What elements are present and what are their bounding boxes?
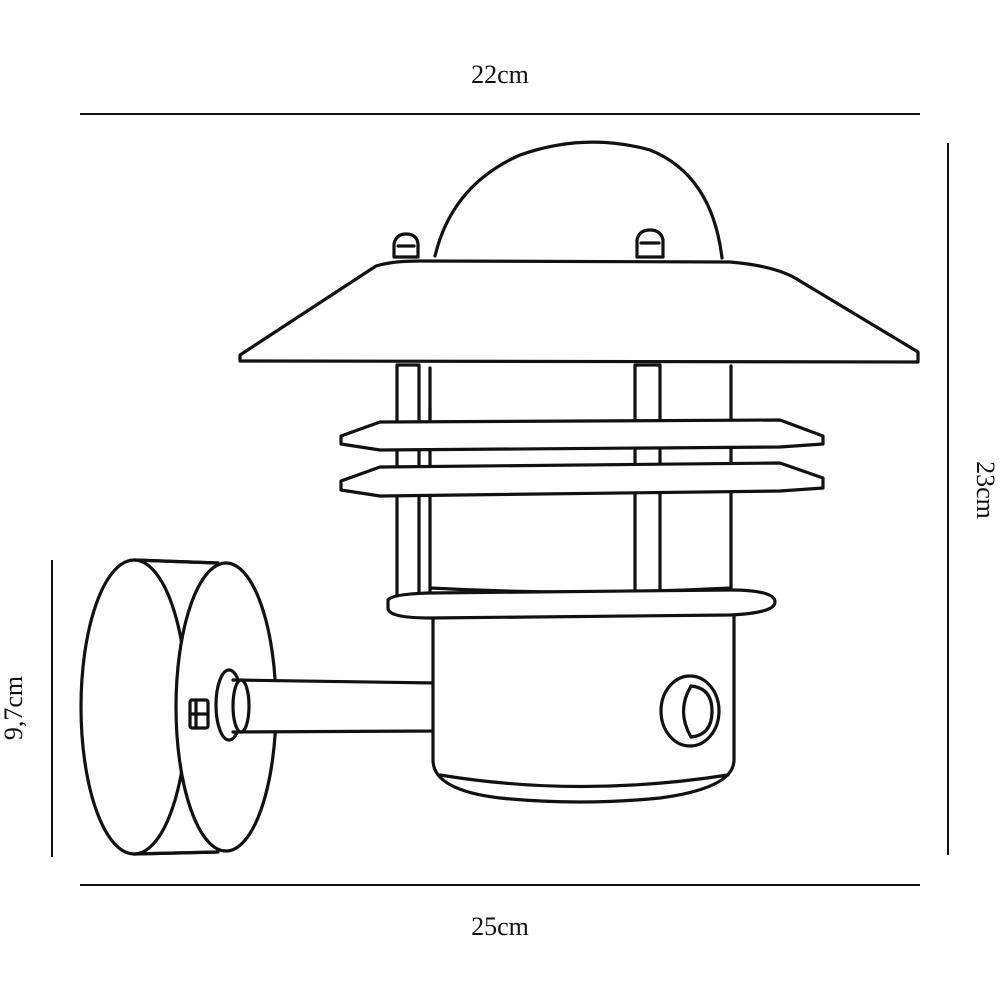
lamp-dome (433, 140, 724, 260)
base-ring (386, 588, 777, 620)
mount-arm (231, 678, 438, 734)
dimension-label-mount-height: 9,7cm (0, 675, 28, 741)
motion-sensor (659, 674, 721, 748)
lantern-fin-lower (339, 461, 825, 498)
lantern-fin-upper (339, 418, 825, 452)
roof-screws (392, 228, 665, 259)
sensor-housing (431, 608, 736, 804)
dimension-label-total-height: 23cm (971, 461, 1000, 519)
lamp-roof (238, 259, 920, 364)
dimension-label-bottom-width: 25cm (471, 912, 529, 941)
dimension-label-top-width: 22cm (471, 60, 529, 89)
